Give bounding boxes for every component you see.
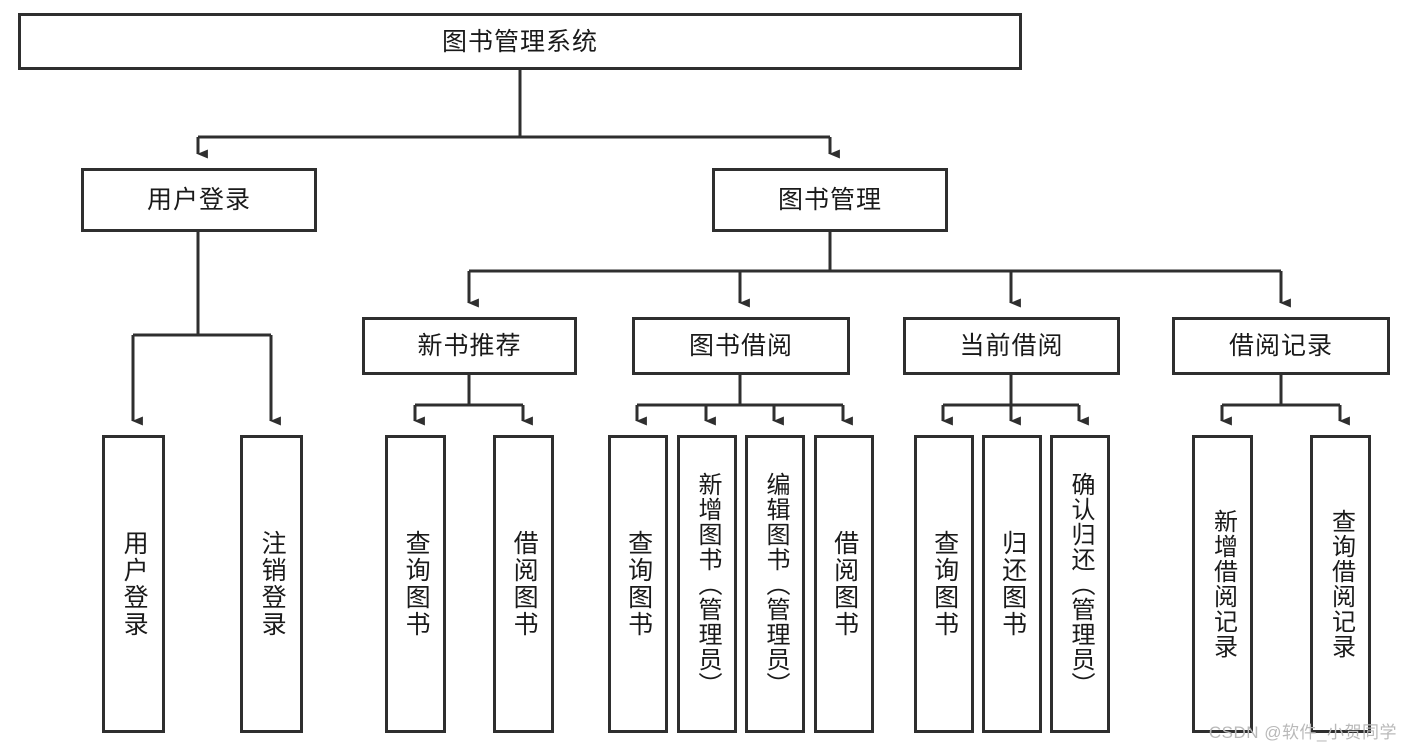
node-new-book-recommend[interactable]: 新书推荐: [362, 317, 577, 375]
leaf-book-borrow-borrow[interactable]: 借阅图书: [814, 435, 874, 733]
node-user-login[interactable]: 用户登录: [81, 168, 317, 232]
leaf-label: 注销登录: [258, 530, 287, 638]
node-borrow-record[interactable]: 借阅记录: [1172, 317, 1390, 375]
leaf-book-borrow-edit[interactable]: 编辑图书（管理员）: [745, 435, 805, 733]
leaf-borrow-record-add[interactable]: 新增借阅记录: [1192, 435, 1253, 733]
node-root-system[interactable]: 图书管理系统: [18, 13, 1022, 70]
leaf-user-login-login[interactable]: 用户登录: [102, 435, 165, 733]
leaf-label: 查询图书: [402, 530, 431, 638]
node-label: 图书借阅: [688, 332, 793, 360]
node-current-borrow[interactable]: 当前借阅: [903, 317, 1120, 375]
leaf-new-book-query[interactable]: 查询图书: [385, 435, 446, 733]
leaf-label: 归还图书: [998, 530, 1027, 638]
leaf-book-borrow-add[interactable]: 新增图书（管理员）: [677, 435, 737, 733]
node-book-borrow[interactable]: 图书借阅: [632, 317, 850, 375]
leaf-label: 查询图书: [624, 530, 653, 638]
leaf-book-borrow-query[interactable]: 查询图书: [608, 435, 668, 733]
leaf-label: 查询借阅记录: [1327, 509, 1355, 659]
leaf-label: 新增借阅记录: [1209, 509, 1237, 659]
watermark-text: CSDN @软件_小贺同学: [1208, 723, 1397, 742]
leaf-label: 用户登录: [120, 530, 149, 638]
node-label: 图书管理: [777, 186, 882, 214]
leaf-label: 查询图书: [930, 530, 959, 638]
node-label: 图书管理系统: [441, 27, 598, 56]
leaf-new-book-borrow[interactable]: 借阅图书: [493, 435, 554, 733]
leaf-label: 借阅图书: [830, 530, 859, 638]
node-book-management[interactable]: 图书管理: [712, 168, 948, 232]
leaf-label: 借阅图书: [510, 530, 539, 638]
leaf-current-borrow-confirm-return[interactable]: 确认归还（管理员）: [1050, 435, 1110, 733]
node-label: 新书推荐: [417, 332, 522, 360]
node-label: 当前借阅: [959, 332, 1064, 360]
node-label: 借阅记录: [1228, 332, 1333, 360]
leaf-label: 编辑图书（管理员）: [762, 471, 789, 697]
leaf-label: 确认归还（管理员）: [1067, 471, 1094, 697]
leaf-user-login-logout[interactable]: 注销登录: [240, 435, 303, 733]
leaf-current-borrow-return[interactable]: 归还图书: [982, 435, 1042, 733]
node-label: 用户登录: [146, 186, 251, 214]
leaf-label: 新增图书（管理员）: [694, 471, 721, 697]
leaf-borrow-record-query[interactable]: 查询借阅记录: [1310, 435, 1371, 733]
leaf-current-borrow-query[interactable]: 查询图书: [914, 435, 974, 733]
